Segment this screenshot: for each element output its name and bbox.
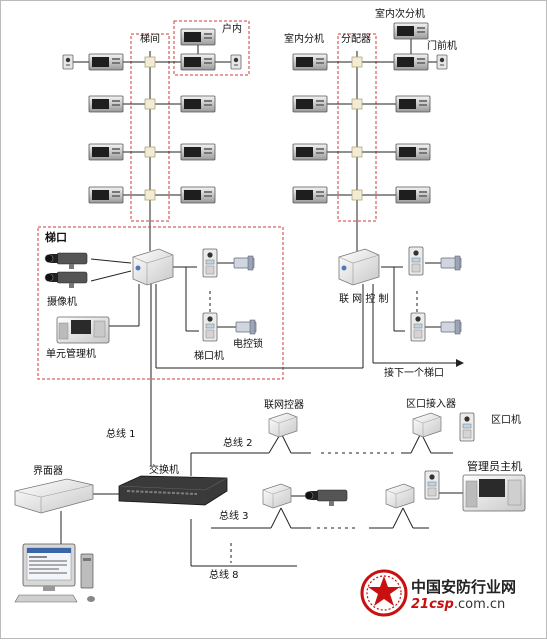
door-unit-icon <box>436 54 448 70</box>
splitter-label: 分配器 <box>341 34 371 45</box>
firewall-icon <box>14 478 94 514</box>
camera-icon <box>44 271 88 289</box>
zone-access-icon <box>412 412 442 438</box>
network-controller-icon <box>338 248 380 286</box>
manager-host-icon <box>462 474 526 512</box>
stair-unit-icon <box>202 312 218 342</box>
indoor-monitor-icon <box>393 53 429 71</box>
zone-access-label: 区口接入器 <box>406 399 456 410</box>
indoor-monitor-icon <box>180 143 216 161</box>
junction-icon <box>144 56 156 68</box>
junction-icon <box>144 98 156 110</box>
network-controller-icon <box>268 412 298 438</box>
zone-unit-icon <box>459 412 475 442</box>
indoor-extension-label: 室内分机 <box>284 34 324 45</box>
stair-unit-icon <box>408 246 424 276</box>
stair-unit-icon <box>202 248 218 278</box>
junction-icon <box>351 189 363 201</box>
network-controller-label: 联网控器 <box>264 400 304 411</box>
electric-lock-icon <box>235 319 257 335</box>
firewall-label: 界面器 <box>33 466 63 477</box>
indoor-monitor-icon <box>88 186 124 204</box>
watermark-name: 中国安防行业网 <box>411 578 517 596</box>
camera-label: 摄像机 <box>47 297 77 308</box>
bus-wiring <box>60 432 463 567</box>
indoor-monitor-icon <box>180 53 216 71</box>
bus-8-label: 总线 8 <box>209 570 239 581</box>
unit-manager-label: 单元管理机 <box>46 349 96 360</box>
household-label: 户内 <box>222 24 242 35</box>
watermark-logo-icon <box>360 569 408 617</box>
splitter-box <box>337 33 377 222</box>
indoor-monitor-icon <box>393 22 429 40</box>
watermark-domain-prefix: 21csp <box>411 597 454 612</box>
indoor-monitor-icon <box>88 53 124 71</box>
watermark-domain: 21csp.com.cn <box>411 597 505 612</box>
indoor-monitor-icon <box>292 186 328 204</box>
network-controller-icon <box>385 483 415 509</box>
junction-icon <box>144 189 156 201</box>
indoor-monitor-icon <box>180 186 216 204</box>
stair-entry-wiring <box>90 258 364 466</box>
indoor-monitor-icon <box>292 53 328 71</box>
indoor-monitor-icon <box>180 95 216 113</box>
network-controller-icon <box>262 483 292 509</box>
stair-entry-label: 梯口 <box>45 231 67 244</box>
camera-icon <box>304 489 348 507</box>
switch-label: 交换机 <box>149 465 179 476</box>
unit-manager-icon <box>56 316 110 344</box>
electric-lock-icon <box>440 319 462 335</box>
camera-icon <box>44 252 88 270</box>
stairwell-label: 梯间 <box>140 34 160 45</box>
riser-right <box>327 38 437 251</box>
indoor-monitor-icon <box>395 95 431 113</box>
next-stair-label: 接下一个梯口 <box>384 368 444 379</box>
stairwell-box <box>130 33 170 222</box>
indoor-monitor-icon <box>180 28 216 46</box>
electric-lock-label: 电控锁 <box>233 339 263 350</box>
junction-icon <box>351 56 363 68</box>
stair-controller-icon <box>132 248 174 286</box>
indoor-monitor-icon <box>292 95 328 113</box>
watermark-domain-suffix: .com.cn <box>453 597 506 612</box>
electric-lock-icon <box>233 255 255 271</box>
door-unit-icon <box>230 54 242 70</box>
zone-unit-label: 区口机 <box>491 415 521 426</box>
indoor-monitor-icon <box>88 143 124 161</box>
junction-icon <box>351 146 363 158</box>
right-entry-wiring <box>372 262 464 367</box>
door-unit-label: 门前机 <box>427 41 457 52</box>
bus-2-label: 总线 2 <box>223 438 253 449</box>
door-unit-icon <box>62 54 74 70</box>
indoor-monitor-icon <box>292 143 328 161</box>
switch-icon <box>118 475 228 506</box>
household-box <box>173 20 250 76</box>
zone-unit-icon <box>424 470 440 500</box>
bus-3-label: 总线 3 <box>219 511 249 522</box>
network-control-label: 联 网 控 制 <box>339 294 389 305</box>
indoor-monitor-icon <box>88 95 124 113</box>
stair-entry-box <box>37 226 284 380</box>
stair-unit-icon <box>410 312 426 342</box>
indoor-sub-extension-label: 室内次分机 <box>375 9 425 20</box>
indoor-monitor-icon <box>395 143 431 161</box>
bus-1-label: 总线 1 <box>106 429 136 440</box>
stair-unit-label: 梯口机 <box>194 351 224 362</box>
electric-lock-icon <box>440 255 462 271</box>
indoor-monitor-icon <box>395 186 431 204</box>
junction-icon <box>351 98 363 110</box>
computer-icon <box>14 543 95 603</box>
manager-host-label: 管理员主机 <box>467 460 522 473</box>
junction-icon <box>144 146 156 158</box>
